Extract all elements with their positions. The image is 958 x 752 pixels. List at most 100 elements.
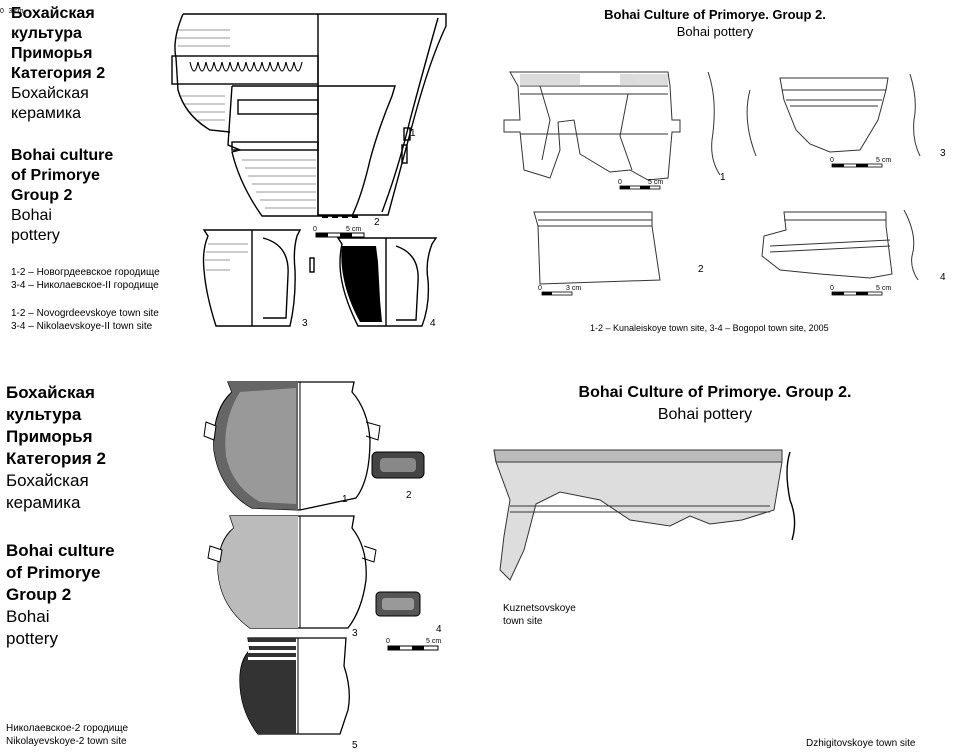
tl-vessel-2 (227, 85, 396, 217)
tr-scale-label: 5 cm (876, 157, 891, 164)
br-subtitle: Bohai pottery (657, 406, 753, 423)
bl-vessel-5 (239, 637, 350, 735)
tr-scale-label: 3 cm (566, 285, 581, 292)
br-fragment-kuznetsovskoye (493, 449, 796, 581)
tr-fragment-2 (533, 211, 661, 285)
tr-fragment-3 (746, 73, 921, 157)
tr-fragment-1-shading (520, 74, 668, 86)
tl-en-subtitle: Bohai pottery (11, 206, 60, 246)
tr-scale-1 (619, 185, 661, 190)
bl-en-title-line: of Primorye (6, 563, 101, 582)
br-site-1-line: Kuznetsovskoye (503, 603, 576, 614)
tl-notes-ru: 1-2 – Новогрдеевское городище 3-4 – Нико… (11, 266, 160, 292)
bl-en-sub-line: pottery (6, 629, 58, 648)
tl-dashed-base (322, 215, 358, 218)
bl-fig-number: 2 (406, 490, 412, 501)
bl-scale-bar (387, 645, 439, 651)
tl-en-title-line: Group 2 (11, 187, 73, 204)
bl-scale-zero: 0 (386, 638, 390, 645)
bl-pottery-drawings: 1 2 3 4 0 5 cm 5 (203, 381, 442, 751)
tl-note: 3-4 – Николаевское-II городище (11, 280, 159, 291)
tl-ru-title-line: Бохайская (11, 5, 95, 22)
br-pottery-drawings (493, 449, 796, 581)
bl-fig-number: 1 (342, 494, 348, 505)
tr-fig-number: 4 (940, 272, 946, 283)
tr-subtitle: Bohai pottery (676, 24, 754, 39)
bl-sherd-4 (375, 591, 421, 617)
tr-scale-3 (831, 163, 883, 168)
tl-notes-en: 1-2 – Novogrdeevskoye town site 3-4 – Ni… (11, 307, 159, 333)
tl-vessel-4-shading (341, 246, 382, 322)
tl-vessel-3 (202, 229, 315, 327)
bl-vessel-3 (207, 515, 377, 629)
tr-fig-number: 3 (940, 148, 946, 159)
bl-site-ru: Николаевское-2 городище (6, 723, 129, 734)
tr-scale-2 (541, 291, 573, 296)
tr-scale-zero: 0 (618, 179, 622, 186)
br-title: Bohai Culture of Primorye. Group 2. (578, 384, 852, 401)
tl-fig-number: 1 (410, 128, 416, 139)
tl-note: 1-2 – Novogrdeevskoye town site (11, 308, 159, 319)
bl-en-sub-line: Bohai (6, 607, 50, 626)
bl-ru-title-line: Категория 2 (6, 449, 106, 468)
br-site-2: Dzhigitovskoye town site (806, 738, 916, 749)
tl-scale-label: 5 cm (346, 226, 361, 233)
br-site-1: Kuznetsovskoye town site (503, 602, 576, 628)
bl-scale-label: 5 cm (426, 638, 441, 645)
tl-en-sub-line: Bohai (11, 207, 52, 224)
tl-ru-title: Бохайская культура Приморья Категория 2 (11, 4, 105, 84)
tl-ru-sub-line: керамика (11, 105, 82, 122)
bl-ru-title-line: Приморья (6, 427, 93, 446)
tr-scale-label: 5 cm (648, 179, 663, 186)
tr-caption: 1-2 – Kunaleiskoye town site, 3-4 – Bogo… (590, 323, 829, 333)
tl-en-title-line: Bohai culture (11, 147, 114, 164)
bl-sherd-2 (371, 451, 425, 479)
tr-scale-zero: 0 (830, 285, 834, 292)
tl-ru-title-line: Категория 2 (11, 65, 106, 82)
bl-en-title-line: Bohai culture (6, 541, 115, 560)
bl-ru-title: Бохайская культура Приморья Категория 2 (6, 382, 106, 470)
bl-fig-number: 3 (352, 628, 358, 639)
bl-en-title-line: Group 2 (6, 585, 72, 604)
tl-ru-subtitle: Бохайская керамика (11, 84, 89, 124)
tl-en-title: Bohai culture of Primorye Group 2 (11, 146, 113, 206)
bl-fig-number: 4 (436, 624, 442, 635)
tl-scale-zero: 0 (313, 226, 317, 233)
tl-vessel-3-shading (205, 243, 248, 271)
tr-pottery-drawings: 1 0 5 cm 3 0 5 cm 2 0 3 cm 4 0 5 cm (503, 71, 946, 296)
br-scale-label: 3 cm (8, 8, 24, 15)
tl-ru-title-line: Приморья (11, 45, 93, 62)
tr-title: Bohai Culture of Primorye. Group 2. (604, 7, 826, 22)
tl-scale-bar (315, 232, 365, 238)
bl-ru-sub-line: Бохайская (6, 471, 89, 490)
tr-fragment-4 (761, 209, 919, 281)
bl-en-title: Bohai culture of Primorye Group 2 (6, 540, 115, 606)
tl-fig-number: 2 (374, 217, 380, 228)
bl-ru-subtitle: Бохайская керамика (6, 470, 89, 514)
bl-en-subtitle: Bohai pottery (6, 606, 58, 650)
tl-vessel-2-shading (242, 159, 316, 209)
bl-site-caption: Николаевское-2 городище Nikolayevskoye-2… (6, 722, 128, 748)
tr-scale-4 (831, 291, 883, 296)
br-site-1-line: town site (503, 616, 543, 627)
tl-pottery-drawings: 1 2 0 5 cm 3 4 (171, 13, 447, 329)
tr-scale-label: 5 cm (876, 285, 891, 292)
tr-fig-number: 2 (698, 264, 704, 275)
tr-fig-number: 1 (720, 172, 726, 183)
tl-ru-sub-line: Бохайская (11, 85, 89, 102)
bl-vessel-1 (203, 381, 381, 511)
bl-ru-title-line: культура (6, 405, 82, 424)
tr-fragment-1 (503, 71, 721, 181)
tl-en-title-line: of Primorye (11, 167, 100, 184)
bl-ru-title-line: Бохайская (6, 383, 95, 402)
tl-fig-number: 4 (430, 318, 436, 329)
br-scale-zero: 0 (0, 8, 4, 15)
tl-ru-title-line: культура (11, 25, 82, 42)
tl-vessel-4 (336, 237, 438, 327)
tl-fig-number: 3 (302, 318, 308, 329)
bl-fig-number: 5 (352, 740, 358, 751)
tl-note: 1-2 – Новогрдеевское городище (11, 267, 160, 278)
tl-en-sub-line: pottery (11, 227, 60, 244)
tl-note: 3-4 – Nikolaevskoye-II town site (11, 321, 153, 332)
tr-scale-zero: 0 (538, 285, 542, 292)
